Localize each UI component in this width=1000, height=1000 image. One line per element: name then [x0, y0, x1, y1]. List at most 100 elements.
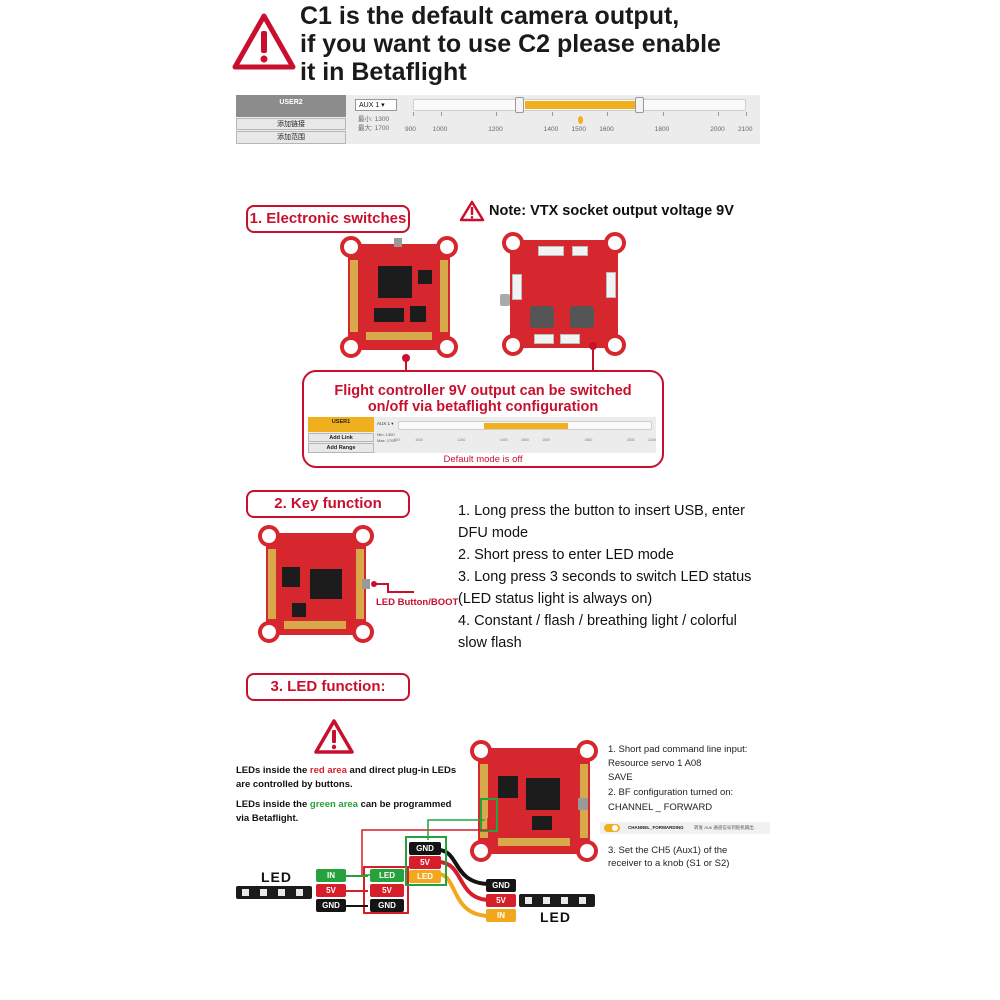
- section-2-title: 2. Key function: [246, 490, 410, 518]
- feature-toggle[interactable]: [604, 824, 620, 832]
- led-wiring-diagram: [361, 818, 491, 918]
- mini-scale-tick-label: 900: [394, 438, 400, 442]
- mini-scale-tick-label: 1200: [457, 438, 466, 442]
- key-line-2: DFU mode: [458, 525, 529, 541]
- range-scale: 900 1000 1200 1400 1500 1600 1800 2000 2100: [405, 112, 752, 138]
- button-leader-line: [371, 581, 414, 593]
- mini-scale-tick-label: 1500: [521, 438, 529, 442]
- add-range-button[interactable]: 添加范围: [236, 131, 346, 144]
- right-tag-gnd: GND: [486, 879, 516, 892]
- flight-controller-board-d: [470, 740, 598, 862]
- add-link-button[interactable]: 添加链接: [236, 118, 346, 130]
- step-1: 1. Short pad command line input:: [608, 744, 748, 755]
- mini-mode-name: USER1: [308, 417, 374, 432]
- aux-channel-select[interactable]: AUX 1 ▾: [355, 99, 397, 111]
- step-1-save: SAVE: [608, 772, 633, 783]
- scale-tick-label: 2100: [738, 126, 753, 133]
- wire: [346, 905, 368, 907]
- callout-line-2: on/off via betaflight configuration: [367, 399, 599, 415]
- section-3-title: 3. LED function:: [246, 673, 410, 701]
- scale-tick: [440, 112, 442, 116]
- scale-tick-label: 2000: [710, 126, 725, 133]
- scale-tick: [413, 112, 414, 116]
- step-1-cmd: Resource servo 1 A08: [608, 758, 702, 769]
- left-tag-gnd: GND: [316, 899, 346, 912]
- mini-min-label: Min: 1300: [377, 432, 395, 437]
- mid-tag-led: LED: [370, 869, 404, 882]
- callout-leader: [405, 358, 407, 372]
- right-tag-in: IN: [486, 909, 516, 922]
- warning-triangle-icon: [459, 200, 485, 222]
- key-line-3: 2. Short press to enter LED mode: [458, 547, 674, 563]
- key-line-4: 3. Long press 3 seconds to switch LED st…: [458, 569, 752, 585]
- led-strip-right: [519, 894, 595, 907]
- callout-line-1: Flight controller 9V output can be switc…: [334, 383, 632, 399]
- wire: [346, 875, 368, 877]
- step-3: 3. Set the CH5 (Aux1) of the: [608, 845, 728, 856]
- step-2: 2. BF configuration turned on:: [608, 787, 734, 798]
- header-line-1: C1 is the default camera output,: [300, 2, 680, 30]
- red-area-note-2: are controlled by buttons.: [236, 779, 353, 790]
- scale-tick-label: 1800: [654, 126, 670, 133]
- mini-scale-tick-label: 1400: [499, 438, 508, 442]
- toggle-description: 转发 Aux 通道信号到舵机输出: [694, 825, 754, 830]
- vtx-voltage-note: Note: VTX socket output voltage 9V: [489, 203, 734, 219]
- green-area-note-2: via Betaflight.: [236, 813, 299, 824]
- mini-scale-tick-label: 2000: [626, 438, 635, 442]
- feature-toggle-row: [600, 822, 770, 834]
- warning-triangle-icon: [314, 719, 354, 754]
- current-value-marker: [577, 116, 583, 124]
- flight-controller-board-a: [340, 236, 458, 358]
- step-2-setting: CHANNEL _ FORWARD: [608, 802, 713, 813]
- mid-tag-5v: 5V: [370, 884, 404, 897]
- mini-scale-tick-label: 2100: [648, 438, 656, 442]
- scale-tick-label: 1600: [599, 126, 614, 133]
- mini-channel-select[interactable]: AUX 1 ▾: [377, 421, 394, 426]
- mid-tag-gnd: GND: [370, 899, 404, 912]
- scale-tick-label: 1400: [543, 126, 559, 133]
- flight-controller-board-b: [500, 232, 626, 356]
- left-tag-in: IN: [316, 869, 346, 882]
- range-slider-fill: [525, 101, 636, 109]
- callout-leader: [592, 346, 594, 372]
- board-tag-led: LED: [409, 870, 441, 883]
- scale-tick-label: 1200: [488, 126, 503, 133]
- mini-add-link-button[interactable]: Add Link: [308, 433, 374, 442]
- mini-range-slider-fill: [483, 423, 569, 429]
- right-tag-5v: 5V: [486, 894, 516, 907]
- left-tag-5v: 5V: [316, 884, 346, 897]
- led-strip-left: [236, 886, 312, 899]
- range-min-handle[interactable]: [515, 97, 524, 113]
- mini-max-label: Max: 1700: [377, 438, 396, 443]
- scale-tick-label: 1000: [432, 126, 448, 133]
- min-label: 最小: 1300: [358, 116, 390, 123]
- board-tag-gnd: GND: [409, 842, 441, 855]
- scale-tick: [662, 112, 664, 116]
- range-slider-track[interactable]: [413, 99, 746, 111]
- green-area-frame: [405, 836, 447, 886]
- step-3-line-2: receiver to a knob (S1 or S2): [608, 858, 730, 869]
- mini-range-slider-track[interactable]: [398, 421, 652, 430]
- key-line-1: 1. Long press the button to insert USB, …: [458, 503, 745, 519]
- scale-tick-label: 1500: [571, 126, 586, 133]
- led-strip-label-right: LED: [540, 909, 571, 925]
- mini-add-range-button[interactable]: Add Range: [308, 443, 374, 453]
- max-label: 最大: 1700: [358, 125, 390, 132]
- scale-tick: [607, 112, 609, 116]
- flight-controller-board-c: [258, 525, 374, 643]
- wire: [346, 890, 368, 892]
- key-line-5: (LED status light is always on): [458, 591, 653, 607]
- toggle-label: CHANNEL_FORWARDING: [628, 825, 684, 830]
- key-line-6: 4. Constant / flash / breathing light / …: [458, 613, 737, 629]
- led-strip-label-left: LED: [261, 869, 292, 885]
- scale-tick-label: 900: [405, 126, 416, 133]
- mini-scale-tick-label: 1600: [542, 438, 550, 442]
- mode-name: USER2: [236, 95, 346, 117]
- mini-scale-tick-label: 1800: [584, 438, 593, 442]
- range-max-handle[interactable]: [635, 97, 644, 113]
- led-button-label: LED Button/BOOT: [376, 597, 459, 608]
- green-area-note: LEDs inside the green area can be progra…: [236, 799, 452, 810]
- header-line-3: it in Betaflight: [300, 58, 467, 86]
- default-mode-note: Default mode is off: [443, 454, 523, 465]
